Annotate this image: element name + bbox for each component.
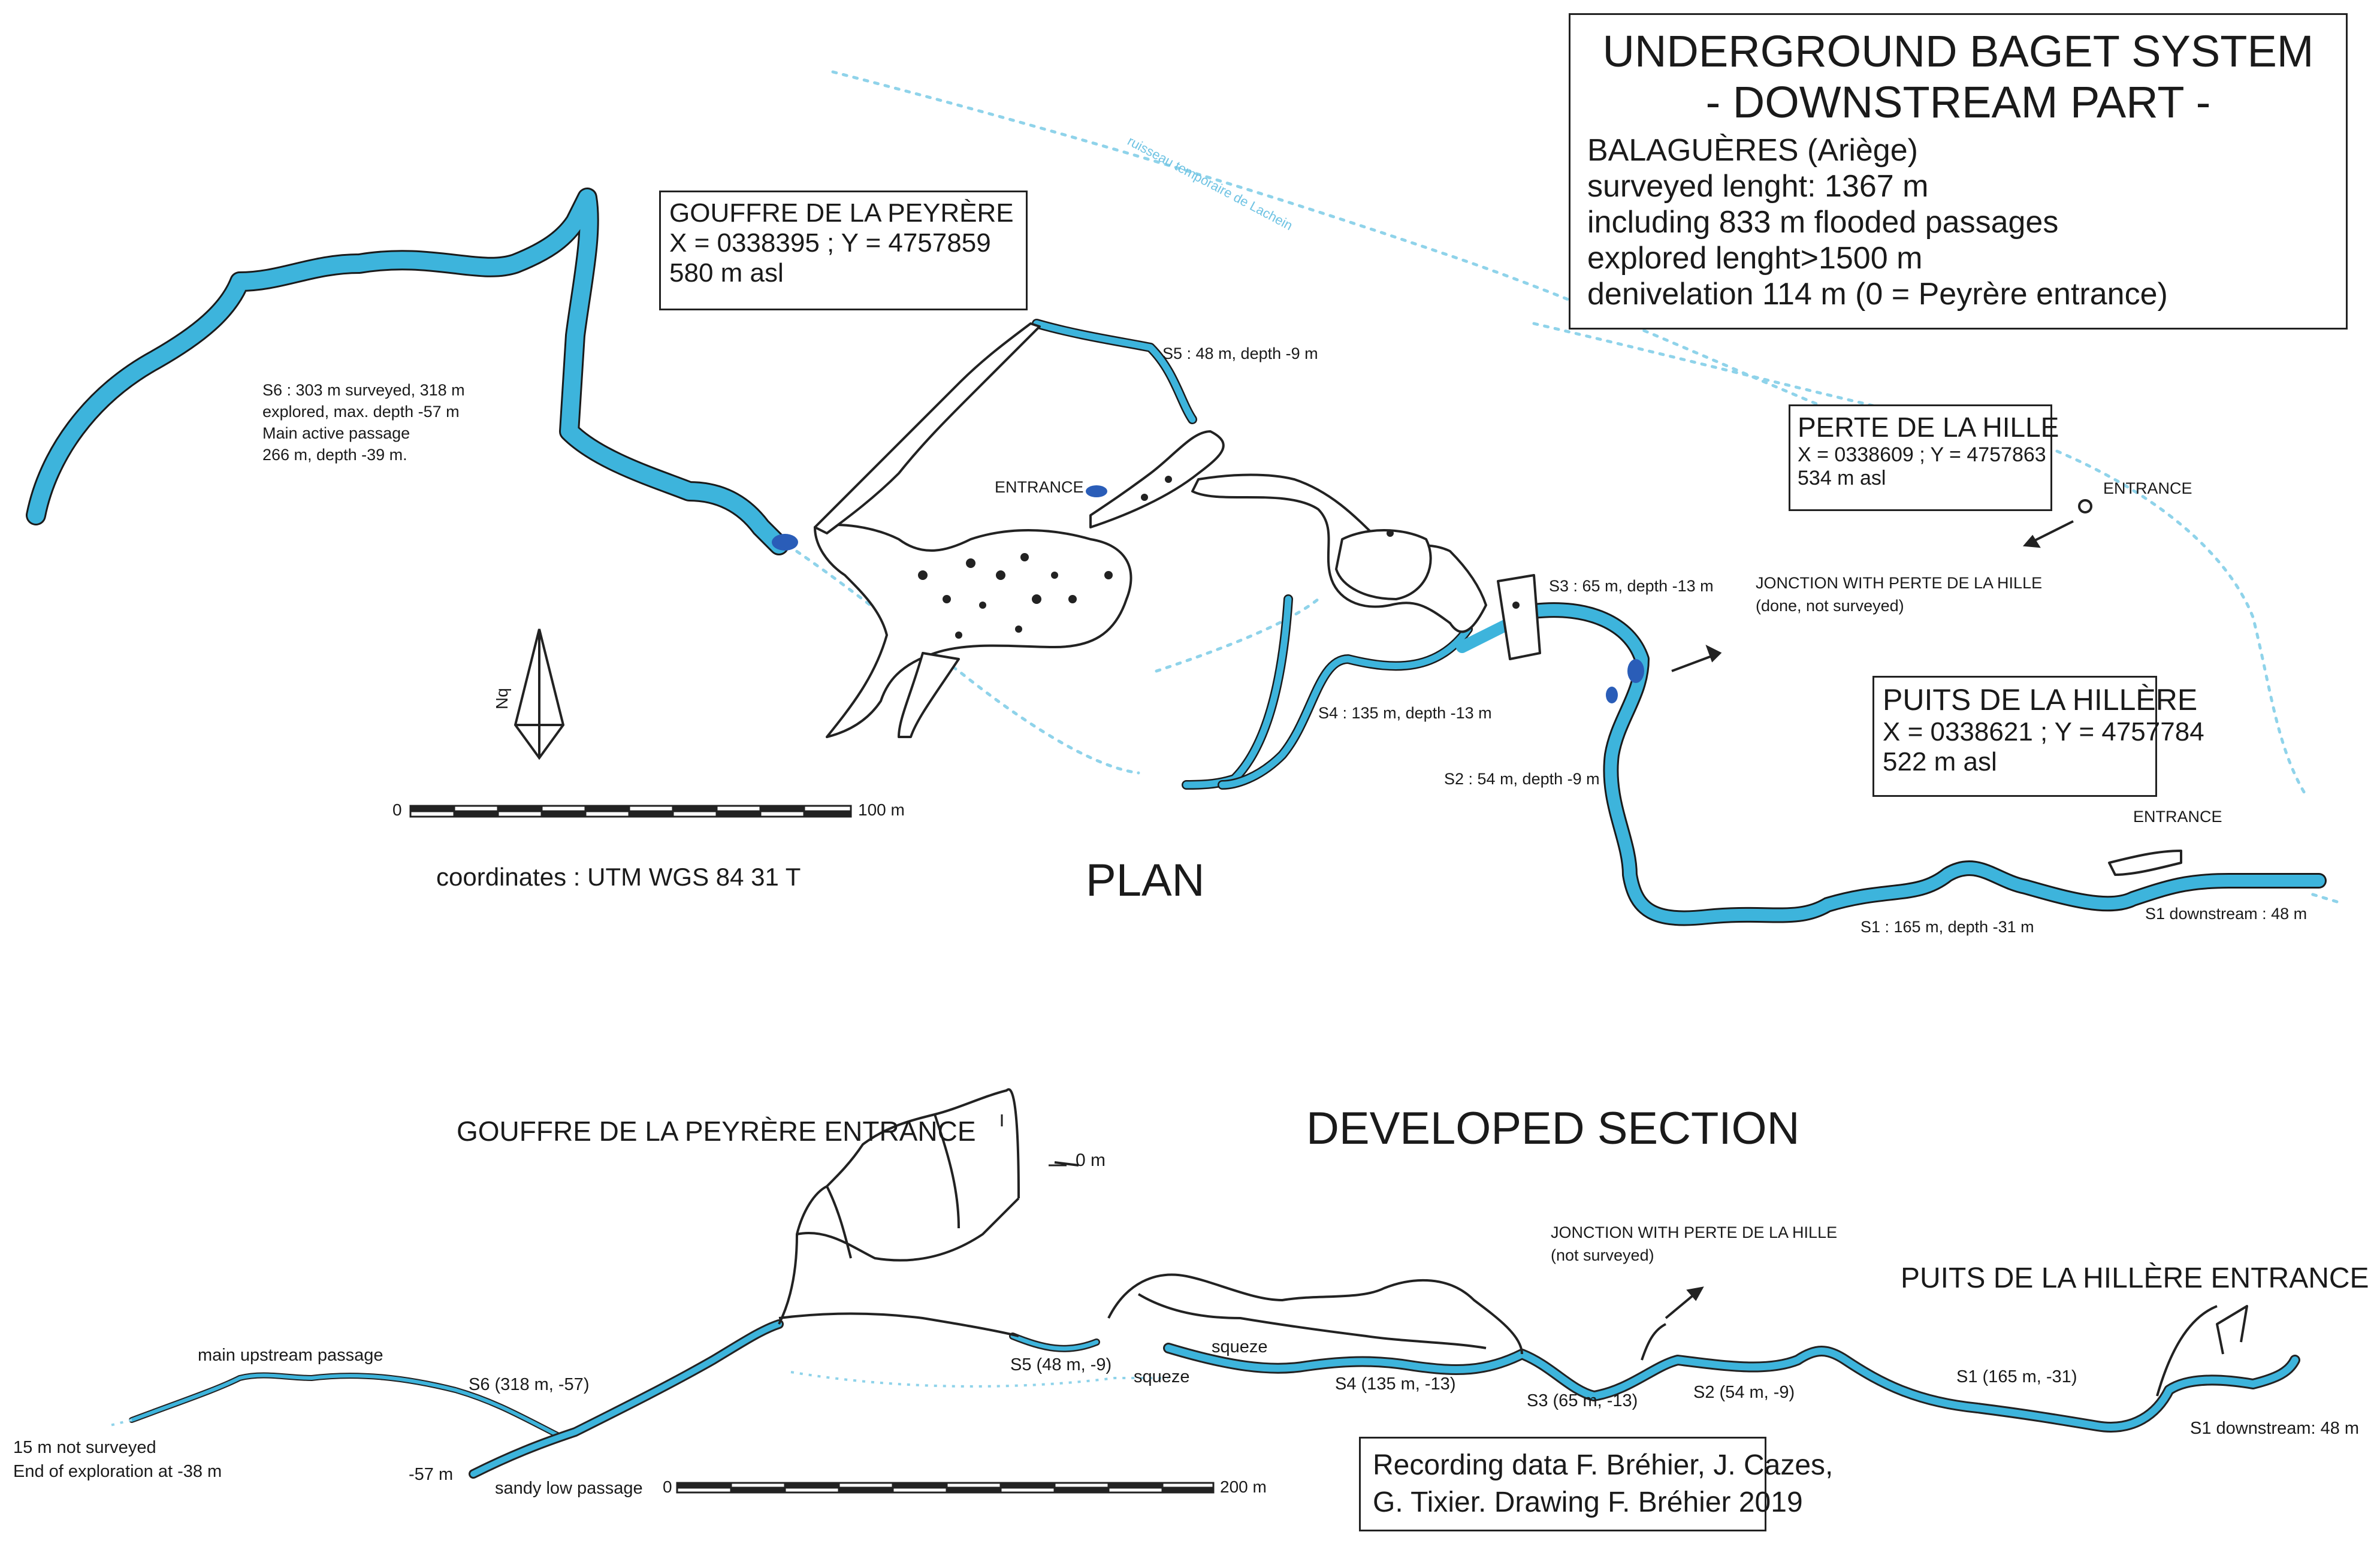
gouffre-info-box: GOUFFRE DE LA PEYRÈRE X = 0338395 ; Y = … (659, 191, 1028, 310)
s2-label: S2 : 54 m, depth -9 m (1444, 770, 1600, 788)
entrance-puits-label: ENTRANCE (2133, 808, 2222, 826)
section-squeze-2: squeze (1134, 1367, 1190, 1386)
section-s1-label: S1 (165 m, -31) (1956, 1367, 2077, 1386)
section-junction-2: (not surveyed) (1551, 1246, 1654, 1264)
credits-line-1: Recording data F. Bréhier, J. Cazes, (1373, 1449, 1834, 1481)
info-line-1: BALAGUÈRES (Ariège) (1587, 133, 1918, 168)
perte-name: PERTE DE LA HILLE (1798, 412, 2059, 443)
coordinates-note: coordinates : UTM WGS 84 31 T (436, 863, 801, 891)
s6-label-4: 266 m, depth -39 m. (262, 446, 407, 464)
section-not-surveyed-1: 15 m not surveyed (13, 1438, 156, 1457)
info-line-2: surveyed lenght: 1367 m (1587, 169, 1929, 204)
junction-label-2: (done, not surveyed) (1756, 597, 1904, 615)
section-s4-label: S4 (135 m, -13) (1335, 1374, 1456, 1394)
section-scale-end: 200 m (1220, 1477, 1267, 1496)
plan-flooded-passages (26, 188, 2327, 926)
s5-label: S5 : 48 m, depth -9 m (1162, 345, 1318, 362)
section-s6-label: S6 (318 m, -57) (469, 1375, 590, 1394)
section-zero-label: 0 m (1076, 1150, 1106, 1170)
s1-label: S1 : 165 m, depth -31 m (1860, 918, 2034, 936)
puits-coords: X = 0338621 ; Y = 4757784 (1883, 717, 2204, 747)
puits-info-box: PUITS DE LA HILLÈRE X = 0338621 ; Y = 47… (1872, 676, 2204, 797)
section-s1-downstream: S1 downstream: 48 m (2190, 1419, 2360, 1438)
gouffre-name: GOUFFRE DE LA PEYRÈRE (669, 198, 1014, 228)
s4-label: S4 : 135 m, depth -13 m (1318, 704, 1492, 722)
section-puits-entrance: PUITS DE LA HILLÈRE ENTRANCE (1901, 1262, 2369, 1294)
info-line-3: including 833 m flooded passages (1587, 205, 2059, 240)
section-scale-bar (676, 1482, 1215, 1494)
section-main-upstream: main upstream passage (198, 1346, 383, 1365)
junction-label-1: JONCTION WITH PERTE DE LA HILLE (1756, 574, 2043, 592)
s3-label: S3 : 65 m, depth -13 m (1549, 577, 1714, 595)
section-heading: DEVELOPED SECTION (1306, 1103, 1800, 1154)
plan-dry-galleries (814, 322, 2182, 876)
section-not-surveyed-2: End of exploration at -38 m (13, 1462, 222, 1481)
s6-label-1: S6 : 303 m surveyed, 318 m (262, 381, 465, 399)
section-s3-label: S3 (65 m, -13) (1527, 1391, 1638, 1410)
plan-heading: PLAN (1086, 855, 1205, 906)
s6-label-3: Main active passage (262, 424, 410, 442)
section-minus57: -57 m (409, 1465, 454, 1484)
section-dry (778, 1088, 2248, 1397)
section-gouffre-entrance: GOUFFRE DE LA PEYRÈRE ENTRANCE (457, 1116, 976, 1147)
section-s2-label: S2 (54 m, -9) (1693, 1383, 1795, 1402)
perte-coords: X = 0338609 ; Y = 4757863 (1798, 443, 2046, 466)
north-arrow-icon (514, 629, 565, 760)
puits-name: PUITS DE LA HILLÈRE (1883, 683, 2198, 717)
section-entrance-marker (1001, 1114, 1067, 1167)
junction-arrows (1665, 520, 2074, 1319)
info-line-5: denivelation 114 m (0 = Peyrère entrance… (1587, 277, 2168, 312)
credits-line-2: G. Tixier. Drawing F. Bréhier 2019 (1373, 1486, 1803, 1519)
section-scale-start: 0 (663, 1477, 672, 1496)
plan-scale-bar (409, 805, 852, 818)
plan-boulders (918, 476, 1520, 639)
perte-info-box: PERTE DE LA HILLE X = 0338609 ; Y = 4757… (1789, 404, 2059, 511)
gouffre-coords: X = 0338395 ; Y = 4757859 (669, 228, 991, 258)
plan-scale-end: 100 m (858, 800, 905, 819)
entrance-circles (2078, 499, 2092, 513)
section-dotted (107, 1371, 1168, 1427)
section-s5-label: S5 (48 m, -9) (1010, 1355, 1112, 1374)
title-line-1: UNDERGROUND BAGET SYSTEM (1602, 26, 2314, 76)
info-line-4: explored lenght>1500 m (1587, 241, 1923, 276)
credits-box: Recording data F. Bréhier, J. Cazes, G. … (1359, 1437, 1834, 1531)
plan-scale-start: 0 (392, 800, 402, 819)
section-junction-1: JONCTION WITH PERTE DE LA HILLE (1551, 1223, 1838, 1241)
title-line-2: - DOWNSTREAM PART - (1705, 77, 2211, 127)
perte-alt: 534 m asl (1798, 467, 1886, 490)
section-flooded (129, 1319, 2300, 1479)
title-box: UNDERGROUND BAGET SYSTEM - DOWNSTREAM PA… (1569, 13, 2348, 330)
section-sandy: sandy low passage (495, 1479, 643, 1498)
entrance-perte-label: ENTRANCE (2103, 479, 2192, 497)
section-squeze-1: squeze (1212, 1337, 1268, 1356)
stream-label: ruisseau temporaire de Lachein (1125, 133, 1295, 233)
s6-label-2: explored, max. depth -57 m (262, 403, 460, 421)
s1-downstream-label: S1 downstream : 48 m (2145, 905, 2307, 923)
entrance-peyrere-label: ENTRANCE (995, 478, 1084, 496)
north-label: Nq (492, 688, 511, 709)
puits-alt: 522 m asl (1883, 747, 1997, 776)
gouffre-alt: 580 m asl (669, 258, 784, 288)
